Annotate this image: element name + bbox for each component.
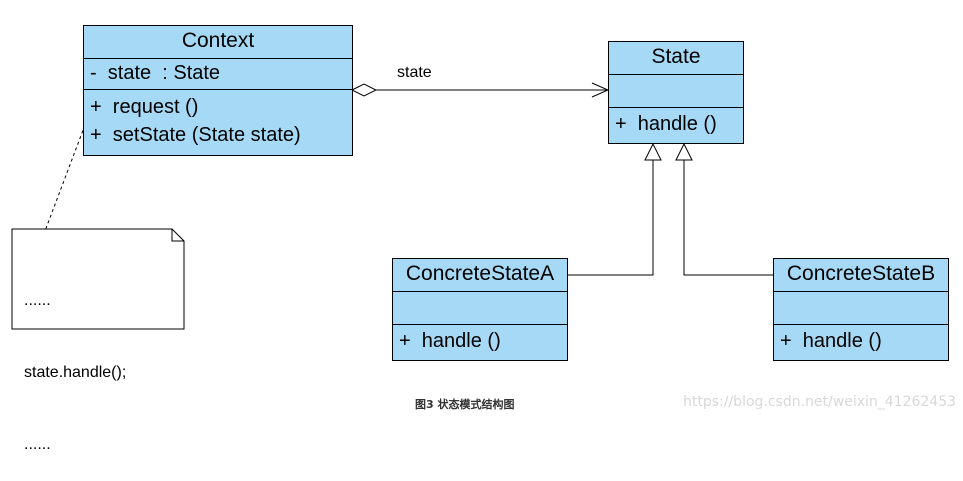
note-content: ...... state.handle(); ...... [24, 241, 126, 481]
concrete-state-a-class: ConcreteStateA + handle () [392, 258, 568, 361]
operations-section: + request () + setState (State state) [84, 90, 352, 155]
note-fold [171, 229, 184, 242]
operations-section: + handle () [393, 325, 567, 360]
context-class: Context - state : State + request () + s… [83, 25, 353, 156]
attributes-section [774, 292, 948, 325]
operation-handle: + handle () [399, 330, 501, 352]
note-line: state.handle(); [24, 364, 127, 381]
class-name: ConcreteStateB [774, 259, 948, 292]
class-name: ConcreteStateA [393, 259, 567, 292]
operation-handle: + handle () [780, 330, 882, 352]
attributes-section [609, 75, 743, 108]
figure-caption: 图3 状态模式结构图 [415, 398, 515, 411]
operation-handle: + handle () [615, 113, 717, 135]
class-name: Context [84, 26, 352, 59]
note-line: ...... [24, 292, 51, 309]
operations-section: + handle () [609, 108, 743, 143]
note-anchor-line [44, 124, 86, 232]
note-shape [11, 228, 185, 330]
operation-setstate: + setState (State state) [90, 124, 301, 146]
generalization-line-a [567, 160, 654, 276]
generalization-triangle-icon-a [644, 142, 662, 161]
state-class: State + handle () [608, 41, 744, 144]
diagram-connectors [11, 82, 773, 330]
association-label: state [397, 64, 432, 81]
concrete-state-b-class: ConcreteStateB + handle () [773, 258, 949, 361]
attributes-section: - state : State [84, 59, 352, 90]
generalization-triangle-icon-b [675, 142, 693, 161]
class-name: State [609, 42, 743, 75]
operations-section: + handle () [774, 325, 948, 360]
aggregation-diamond-icon [350, 83, 378, 97]
note-line: ...... [24, 436, 51, 453]
attribute-state: - state : State [90, 62, 221, 84]
watermark: https://blog.csdn.net/weixin_41262453 [683, 394, 957, 410]
generalization-line-b [683, 160, 773, 276]
operation-request: + request () [90, 96, 199, 118]
attributes-section [393, 292, 567, 325]
